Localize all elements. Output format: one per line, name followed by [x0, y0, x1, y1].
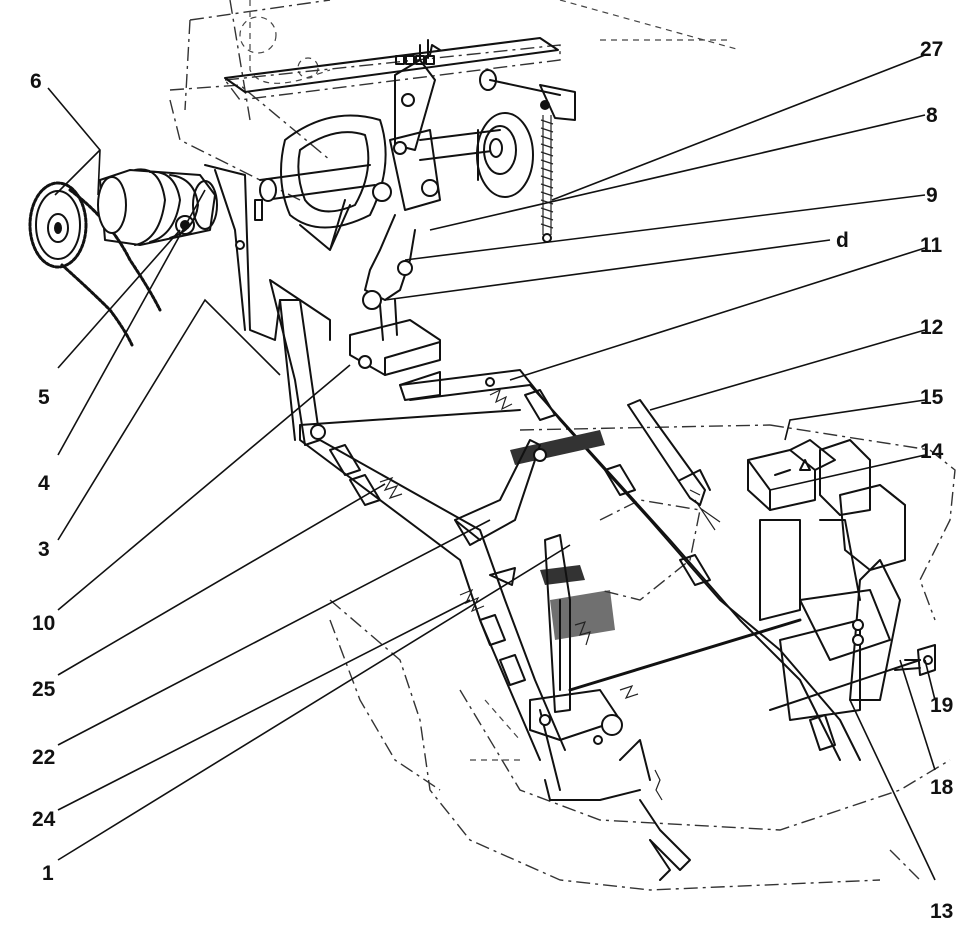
label-4: 4: [38, 472, 50, 495]
label-18: 18: [930, 776, 954, 799]
main-shaft: [259, 129, 501, 202]
label-13: 13: [930, 900, 953, 923]
label-24: 24: [32, 808, 56, 831]
parts-19-18: [894, 644, 936, 676]
block-10: [349, 319, 441, 401]
lower-mechanism: [489, 534, 691, 881]
label-11: 11: [920, 234, 943, 257]
cam-drum: [97, 168, 218, 246]
lever-assembly: [362, 39, 441, 341]
label-19: 19: [930, 694, 953, 717]
left-frame: [204, 164, 331, 446]
arm-22: [454, 439, 547, 546]
label-d: d: [836, 229, 849, 252]
plate-12: [627, 399, 711, 506]
leader-lines: [47, 54, 936, 881]
label-8: 8: [926, 104, 938, 127]
label-5: 5: [38, 386, 50, 409]
disc-wheel: [476, 69, 576, 198]
label-22: 22: [32, 746, 55, 769]
label-12: 12: [920, 316, 943, 339]
cross-rod: [559, 599, 921, 711]
upper-rail: [399, 369, 861, 761]
label-10: 10: [32, 612, 55, 635]
chain-sprocket: [28, 181, 162, 347]
housing-outline: [169, 0, 956, 891]
label-9: 9: [926, 184, 938, 207]
spring-27: [540, 115, 554, 243]
label-3: 3: [38, 538, 50, 561]
label-25: 25: [32, 678, 56, 701]
main-arm: [299, 409, 566, 761]
label-15: 15: [920, 386, 944, 409]
label-1: 1: [42, 862, 54, 885]
switch-assembly: [747, 439, 906, 721]
base-plate-upper: [223, 37, 561, 101]
label-6: 6: [30, 70, 42, 93]
label-27: 27: [920, 38, 943, 61]
cam-housing: [280, 114, 387, 251]
label-14: 14: [920, 440, 944, 463]
